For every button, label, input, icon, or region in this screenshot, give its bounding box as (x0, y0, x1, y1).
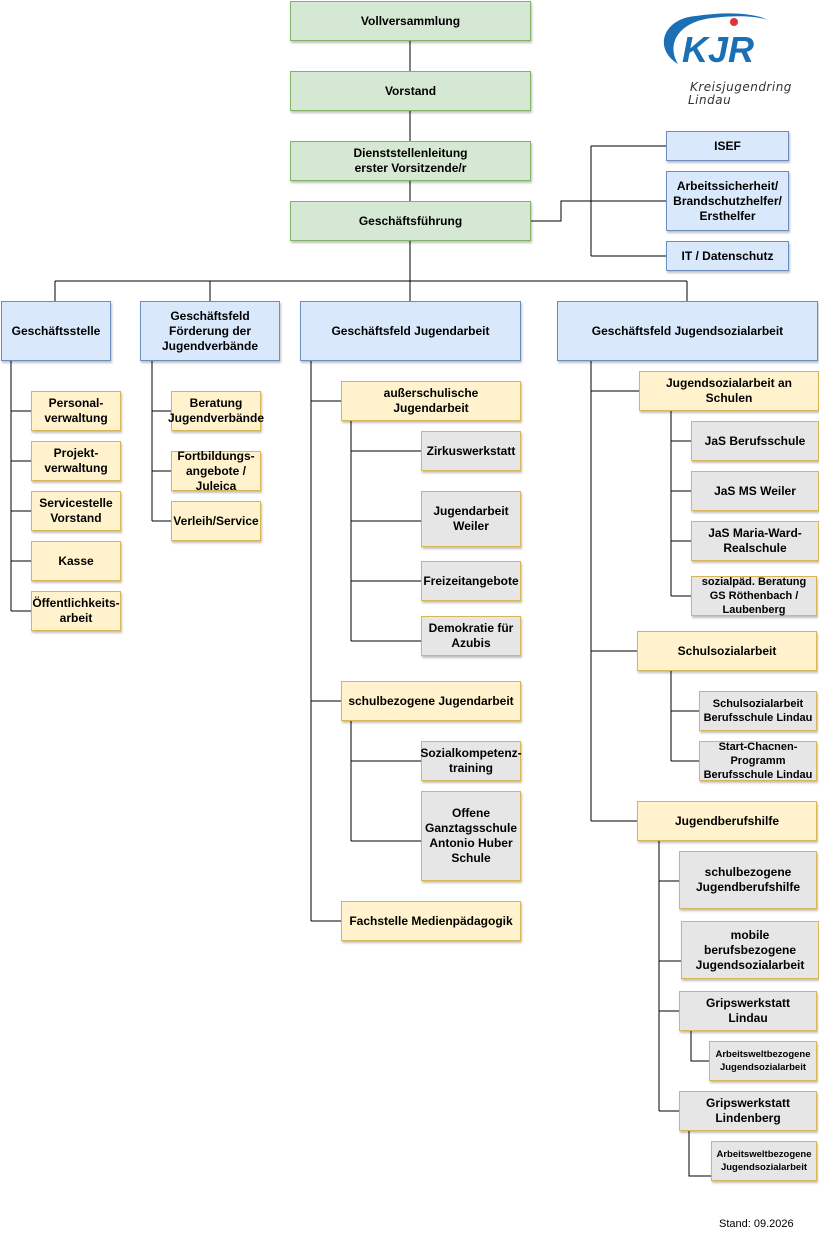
connector-geschaeftsstelle (10, 361, 31, 612)
logo-text-kreisjugendring: Kreisjugendring (690, 80, 792, 94)
box-oeffentlichkeitsarbeit: Öffentlichkeits- arbeit (31, 591, 121, 631)
connector-branches (54, 280, 688, 301)
box-gripswerkstatt-lindenberg: Gripswerkstatt Lindenberg (679, 1091, 817, 1131)
box-arbeitssicherheit: Arbeitssicherheit/ Brandschutzhelfer/ Er… (666, 171, 789, 231)
connector-jugendberufshilfe (658, 841, 681, 1112)
connector-foerderung (151, 361, 171, 522)
box-geschaeftsfuehrung: Geschäftsführung (290, 201, 531, 241)
box-mobile-berufsbezogene-jugendsozialarbeit: mobile berufsbezogene Jugendsozialarbeit (681, 921, 819, 979)
box-arbeitsweltbezogene-jugendsozialarbeit-lindau: Arbeitsweltbezogene Jugendsozialarbeit (709, 1041, 817, 1081)
box-ausserschulische-jugendarbeit: außerschulische Jugendarbeit (341, 381, 521, 421)
box-jas-berufsschule: JaS Berufsschule (691, 421, 819, 461)
connector-gripswerkstatt-lindau (690, 1031, 709, 1062)
box-offene-ganztagsschule: Offene Ganztagsschule Antonio Huber Schu… (421, 791, 521, 881)
box-fachstelle-medienpaedagogik: Fachstelle Medienpädagogik (341, 901, 521, 941)
box-vorstand: Vorstand (290, 71, 531, 111)
box-dienststellenleitung: Dienststellenleitung erster Vorsitzende/… (290, 141, 531, 181)
connector-jugendsozialarbeit (590, 361, 639, 822)
box-jugendarbeit-weiler: Jugendarbeit Weiler (421, 491, 521, 547)
box-jugendberufshilfe: Jugendberufshilfe (637, 801, 817, 841)
logo-dot (730, 18, 738, 26)
box-verleih-service: Verleih/Service (171, 501, 261, 541)
logo-swoosh (663, 13, 768, 65)
box-sozialpaed-beratung: sozialpäd. Beratung GS Röthenbach / Laub… (691, 576, 817, 616)
box-geschaeftsfeld-jugendsozialarbeit: Geschäftsfeld Jugendsozialarbeit (557, 301, 818, 361)
box-schulbezogene-jugendarbeit: schulbezogene Jugendarbeit (341, 681, 521, 721)
connector-schulsozialarbeit (670, 671, 699, 762)
box-arbeitsweltbezogene-jugendsozialarbeit-lindenberg: Arbeitsweltbezogene Jugendsozialarbeit (711, 1141, 817, 1181)
box-beratung-jugendverbaende: Beratung Jugendverbände (168, 391, 264, 431)
connector-schulbezogen (350, 721, 421, 842)
box-isef: ISEF (666, 131, 789, 161)
box-fortbildungsangebote: Fortbildungs- angebote / Juleica (171, 449, 261, 493)
box-sozialkompetenztraining: Sozialkompetenz- training (420, 741, 522, 781)
connector-jugendarbeit (310, 361, 341, 922)
box-personalverwaltung: Personal- verwaltung (31, 391, 121, 431)
logo-mark-text: KJR (682, 29, 754, 70)
box-gripswerkstatt-lindau: Gripswerkstatt Lindau (679, 991, 817, 1031)
box-geschaeftsfeld-jugendarbeit: Geschäftsfeld Jugendarbeit (300, 301, 521, 361)
box-schulsozialarbeit-berufsschule-lindau: Schulsozialarbeit Berufsschule Lindau (699, 691, 817, 731)
box-zirkuswerkstatt: Zirkuswerkstatt (421, 431, 521, 471)
box-freizeitangebote: Freizeitangebote (421, 561, 521, 601)
logo-text-lindau: Lindau (688, 93, 732, 107)
box-schulbezogene-jugendberufshilfe: schulbezogene Jugendberufshilfe (679, 851, 817, 909)
footer-stand-date: Stand: 09.2026 (719, 1218, 794, 1230)
connector-gripswerkstatt-lindenberg (688, 1131, 711, 1177)
box-vollversammlung: Vollversammlung (290, 1, 531, 41)
connector-staff (531, 145, 666, 257)
box-geschaeftsstelle: Geschäftsstelle (1, 301, 111, 361)
box-schulsozialarbeit: Schulsozialarbeit (637, 631, 817, 671)
box-start-chancen-programm: Start-Chacnen- Programm Berufsschule Lin… (699, 741, 817, 781)
box-jas-ms-weiler: JaS MS Weiler (691, 471, 819, 511)
box-servicestelle-vorstand: Servicestelle Vorstand (31, 491, 121, 531)
connector-ausserschulisch (350, 421, 421, 642)
box-demokratie-fuer-azubis: Demokratie für Azubis (421, 616, 521, 656)
box-projektverwaltung: Projekt- verwaltung (31, 441, 121, 481)
box-kasse: Kasse (31, 541, 121, 581)
box-it-datenschutz: IT / Datenschutz (666, 241, 789, 271)
kjr-logo: KJR (663, 13, 768, 70)
box-jugendsozialarbeit-an-schulen: Jugendsozialarbeit an Schulen (639, 371, 819, 411)
box-geschaeftsfeld-foerderung: Geschäftsfeld Förderung der Jugendverbän… (140, 301, 280, 361)
connector-jas (670, 411, 691, 597)
box-jas-maria-ward-realschule: JaS Maria-Ward- Realschule (691, 521, 819, 561)
